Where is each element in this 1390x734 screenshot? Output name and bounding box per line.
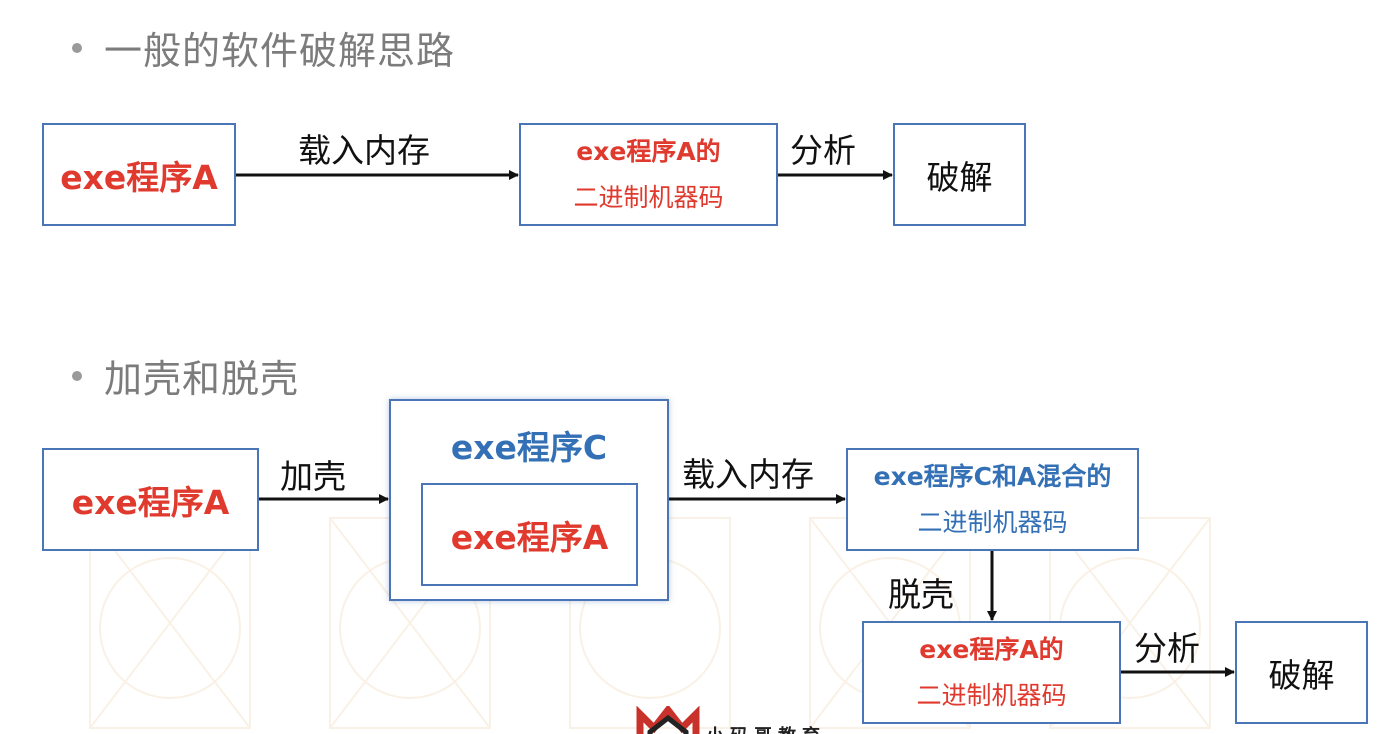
s1-box-crack: 破解 (893, 123, 1026, 226)
s1-box-exe-a-label: exe程序A (60, 157, 218, 197)
s2-box-mixed: exe程序C和A混合的 二进制机器码 (846, 448, 1139, 551)
s1-box-crack-label: 破解 (926, 157, 993, 197)
s2-box-crack-label: 破解 (1268, 655, 1335, 695)
s1-box-exe-a: exe程序A (42, 123, 236, 226)
s2-box-mixed-line2: 二进制机器码 (917, 507, 1068, 537)
s1-edge-load-label: 载入内存 (298, 131, 430, 170)
s2-edge-analyze-label: 分析 (1134, 629, 1200, 668)
section2-heading: 加壳和脱壳 (104, 357, 300, 401)
section1-heading: 一般的软件破解思路 (104, 29, 456, 73)
s2-box-mixed-line1: exe程序C和A混合的 (873, 461, 1112, 491)
s2-box-exe-c-title: exe程序C (450, 428, 608, 467)
brand-logo-text: 小码哥教育 (706, 722, 826, 734)
bullet-dot-icon (72, 370, 82, 381)
s2-box-crack: 破解 (1235, 621, 1368, 724)
s1-box-binary-line1: exe程序A的 (576, 136, 721, 166)
s2-box-binary-line2: 二进制机器码 (916, 680, 1067, 710)
s2-box-exe-c: exe程序C exe程序A (389, 399, 669, 601)
s2-box-exe-c-inner-label: exe程序A (450, 517, 609, 557)
s2-box-binary: exe程序A的 二进制机器码 (862, 621, 1121, 724)
s2-box-exe-a-label: exe程序A (71, 482, 230, 522)
section1-heading-row: 一般的软件破解思路 (72, 20, 455, 75)
section2-heading-row: 加壳和脱壳 (72, 348, 299, 403)
s2-box-exe-c-inner: exe程序A (421, 483, 638, 586)
s1-edge-analyze-label: 分析 (790, 131, 856, 170)
s2-box-exe-a: exe程序A (42, 448, 259, 551)
s1-box-binary: exe程序A的 二进制机器码 (519, 123, 778, 226)
s2-edge-load-label: 载入内存 (682, 455, 814, 494)
brand-logo: 小码哥教育 (636, 702, 856, 734)
s2-edge-pack-label: 加壳 (280, 457, 346, 496)
s2-box-binary-line1: exe程序A的 (919, 634, 1064, 664)
s2-edge-unpack-label: 脱壳 (888, 575, 954, 614)
bullet-dot-icon (72, 42, 82, 53)
brand-logo-icon (636, 706, 700, 734)
s1-box-binary-line2: 二进制机器码 (573, 182, 724, 212)
